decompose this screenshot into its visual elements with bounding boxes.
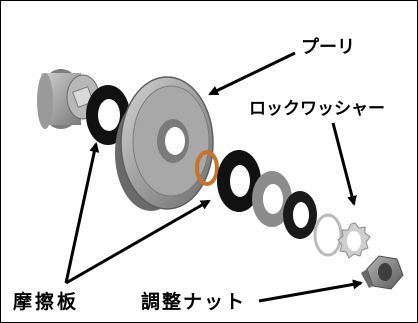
lock-washer-label: ロックワッシャー [249, 99, 385, 119]
pulley-label: プーリ [301, 37, 355, 58]
bushing-ring [195, 150, 219, 186]
arrow-friction-1 [64, 142, 100, 284]
adjust-nut-label: 調整ナット [141, 291, 247, 313]
adjust-nut-part [361, 255, 404, 290]
flat-washer [283, 191, 317, 239]
lock-washer-part [337, 222, 371, 259]
arrow-nut [258, 279, 363, 303]
arrow-lockwasher [331, 122, 357, 206]
friction-plate-2 [217, 150, 261, 212]
thin-washer [313, 213, 343, 257]
arrow-friction-2 [65, 199, 211, 285]
pulley-part [115, 76, 214, 211]
friction-plate-label: 摩擦板 [13, 291, 80, 313]
arrow-pulley [208, 51, 296, 96]
spring-washer [252, 171, 292, 227]
